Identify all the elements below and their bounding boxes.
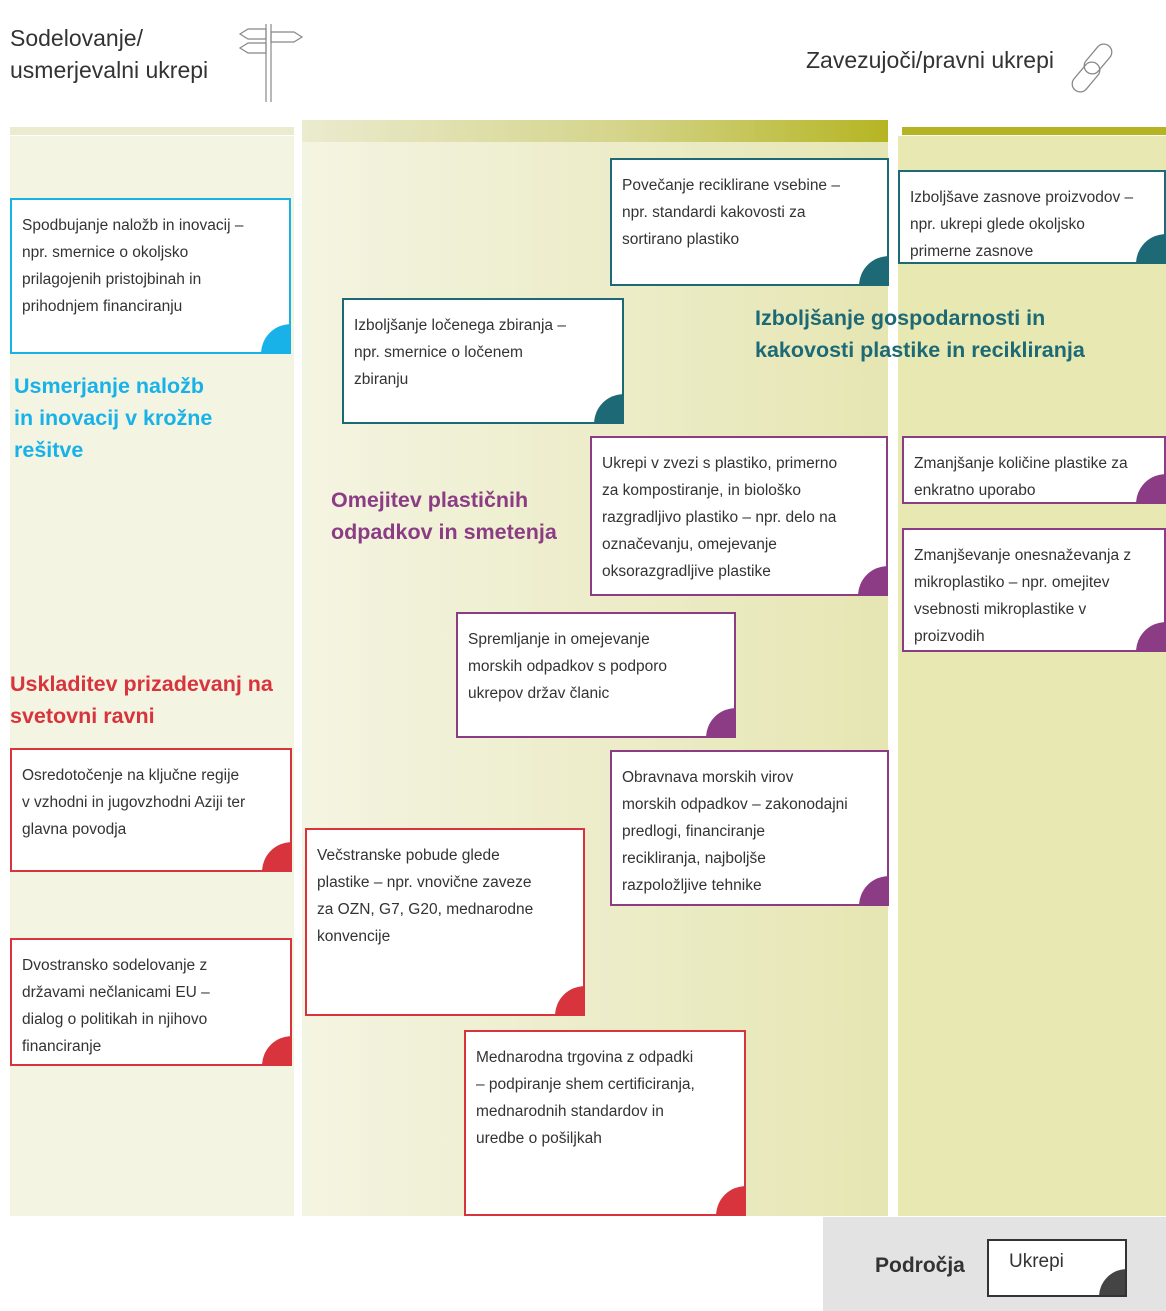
heading-line: Izboljšanje gospodarnosti in (755, 306, 1046, 330)
heading-investment-innovation: Usmerjanje naložb in inovacij v krožne r… (14, 370, 212, 466)
card-line: dialog o politikah in njihovo (22, 1011, 208, 1028)
card-line: državami nečlanicami EU – (22, 984, 210, 1001)
card-multilateral-initiatives: Večstranske pobude glede plastike – npr.… (305, 828, 585, 1016)
legend-measures-label: Ukrepi (1009, 1251, 1064, 1272)
signpost-icon (238, 24, 304, 102)
card-line: Večstranske pobude glede (317, 847, 500, 864)
card-international-waste-trade: Mednarodna trgovina z odpadki – podpiran… (464, 1030, 746, 1216)
card-line: sortirano plastiko (622, 231, 740, 248)
card-line: prihodnjem financiranju (22, 298, 183, 315)
corner-marker (262, 842, 290, 870)
cooperation-measures-label: Sodelovanje/ usmerjevalni ukrepi (10, 22, 208, 86)
heading-economics-quality: Izboljšanje gospodarnosti in kakovosti p… (755, 302, 1085, 366)
card-line: Zmanjšanje količine plastike za (914, 455, 1128, 472)
card-line: enkratno uporabo (914, 482, 1036, 499)
card-line: Povečanje reciklirane vsebine – (622, 177, 840, 194)
card-line: za OZN, G7, G20, mednarodne (317, 901, 534, 918)
card-line: Mednarodna trgovina z odpadki (476, 1049, 694, 1066)
card-line: proizvodih (914, 628, 985, 645)
card-line: npr. standardi kakovosti za (622, 204, 806, 221)
card-line: označevanju, omejevanje (602, 536, 777, 553)
card-line: Izboljšanje ločenega zbiranja – (354, 317, 566, 334)
corner-marker (716, 1186, 744, 1214)
card-recycled-content: Povečanje reciklirane vsebine – npr. sta… (610, 158, 889, 286)
card-line: uredbe o pošiljkah (476, 1130, 602, 1147)
card-line: Zmanjševanje onesnaževanja z (914, 547, 1132, 564)
corner-marker (1099, 1269, 1125, 1295)
card-line: za kompostiranje, in biološko (602, 482, 802, 499)
corner-marker (555, 986, 583, 1014)
card-line: vsebnosti mikroplastike v (914, 601, 1087, 618)
corner-marker (859, 256, 887, 284)
card-line: mednarodnih standardov in (476, 1103, 664, 1120)
heading-waste-littering: Omejitev plastičnih odpadkov in smetenja (331, 484, 557, 548)
heading-line: kakovosti plastike in recikliranja (755, 338, 1085, 362)
card-single-use-plastics: Zmanjšanje količine plastike za enkratno… (902, 436, 1166, 504)
card-marine-sources: Obravnava morskih virov morskih odpadkov… (610, 750, 889, 906)
legend-measures-card: Ukrepi (987, 1239, 1127, 1297)
card-line: npr. smernice o ločenem (354, 344, 523, 361)
card-separate-collection: Izboljšanje ločenega zbiranja – npr. sme… (342, 298, 624, 424)
cooperation-label-line2: usmerjevalni ukrepi (10, 57, 209, 83)
heading-line: rešitve (14, 438, 84, 462)
card-microplastics: Zmanjševanje onesnaževanja z mikroplasti… (902, 528, 1166, 652)
mixed-band (302, 120, 888, 142)
card-line: financiranje (22, 1038, 102, 1055)
corner-marker (261, 324, 289, 352)
chain-link-icon (1071, 43, 1113, 93)
card-line: konvencije (317, 928, 391, 945)
heading-line: Usmerjanje naložb (14, 374, 204, 398)
heading-line: in inovacij v krožne (14, 406, 213, 430)
card-line: zbiranju (354, 371, 409, 388)
cooperation-label-line1: Sodelovanje/ (10, 25, 143, 51)
heading-line: Omejitev plastičnih (331, 488, 529, 512)
card-line: ukrepov držav članic (468, 685, 610, 702)
card-line: mikroplastiko – npr. omejitev (914, 574, 1110, 591)
corner-marker (706, 708, 734, 736)
card-product-design: Izboljšave zasnove proizvodov – npr. ukr… (898, 170, 1166, 264)
card-line: npr. smernice o okoljsko (22, 244, 189, 261)
card-line: oksorazgradljive plastike (602, 563, 771, 580)
card-line: morskih odpadkov – zakonodajni (622, 796, 848, 813)
card-line: morskih odpadkov s podporo (468, 658, 668, 675)
card-line: Izboljšave zasnove proizvodov – (910, 189, 1134, 206)
card-line: razpoložljive tehnike (622, 877, 762, 894)
heading-line: svetovni ravni (10, 704, 155, 728)
card-investment-guidance: Spodbujanje naložb in inovacij – npr. sm… (10, 198, 291, 354)
heading-global-efforts: Uskladitev prizadevanj na svetovni ravni (10, 668, 273, 732)
card-line: Spodbujanje naložb in inovacij – (22, 217, 244, 234)
corner-marker (594, 394, 622, 422)
card-line: – podpiranje shem certificiranja, (476, 1076, 695, 1093)
heading-line: odpadkov in smetenja (331, 520, 557, 544)
binding-band (902, 127, 1166, 135)
card-line: v vzhodni in jugovzhodni Aziji ter (22, 794, 246, 811)
card-key-regions: Osredotočenje na ključne regije v vzhodn… (10, 748, 292, 872)
card-line: Dvostransko sodelovanje z (22, 957, 208, 974)
legend-areas-label: Področja (875, 1254, 965, 1277)
card-line: razgradljivo plastiko – npr. delo na (602, 509, 837, 526)
cooperation-band (10, 127, 294, 135)
card-line: plastike – npr. vnovične zaveze (317, 874, 532, 891)
card-line: Obravnava morskih virov (622, 769, 794, 786)
card-line: npr. ukrepi glede okoljsko (910, 216, 1085, 233)
binding-measures-label: Zavezujoči/pravni ukrepi (806, 47, 1055, 73)
card-line: predlogi, financiranje (622, 823, 766, 840)
card-line: recikliranja, najboljše (622, 850, 766, 867)
card-line: Spremljanje in omejevanje (468, 631, 650, 648)
card-line: prilagojenih pristojbinah in (22, 271, 202, 288)
card-marine-litter-monitoring: Spremljanje in omejevanje morskih odpadk… (456, 612, 736, 738)
card-bilateral-cooperation: Dvostransko sodelovanje z državami nečla… (10, 938, 292, 1066)
heading-line: Uskladitev prizadevanj na (10, 672, 273, 696)
card-line: Ukrepi v zvezi s plastiko, primerno (602, 455, 838, 472)
card-line: glavna povodja (22, 821, 127, 838)
binding-column (898, 136, 1166, 1216)
legend: Področja Ukrepi (823, 1217, 1166, 1311)
card-compostable-plastics: Ukrepi v zvezi s plastiko, primerno za k… (590, 436, 888, 596)
card-line: Osredotočenje na ključne regije (22, 767, 240, 784)
card-line: primerne zasnove (910, 243, 1034, 260)
